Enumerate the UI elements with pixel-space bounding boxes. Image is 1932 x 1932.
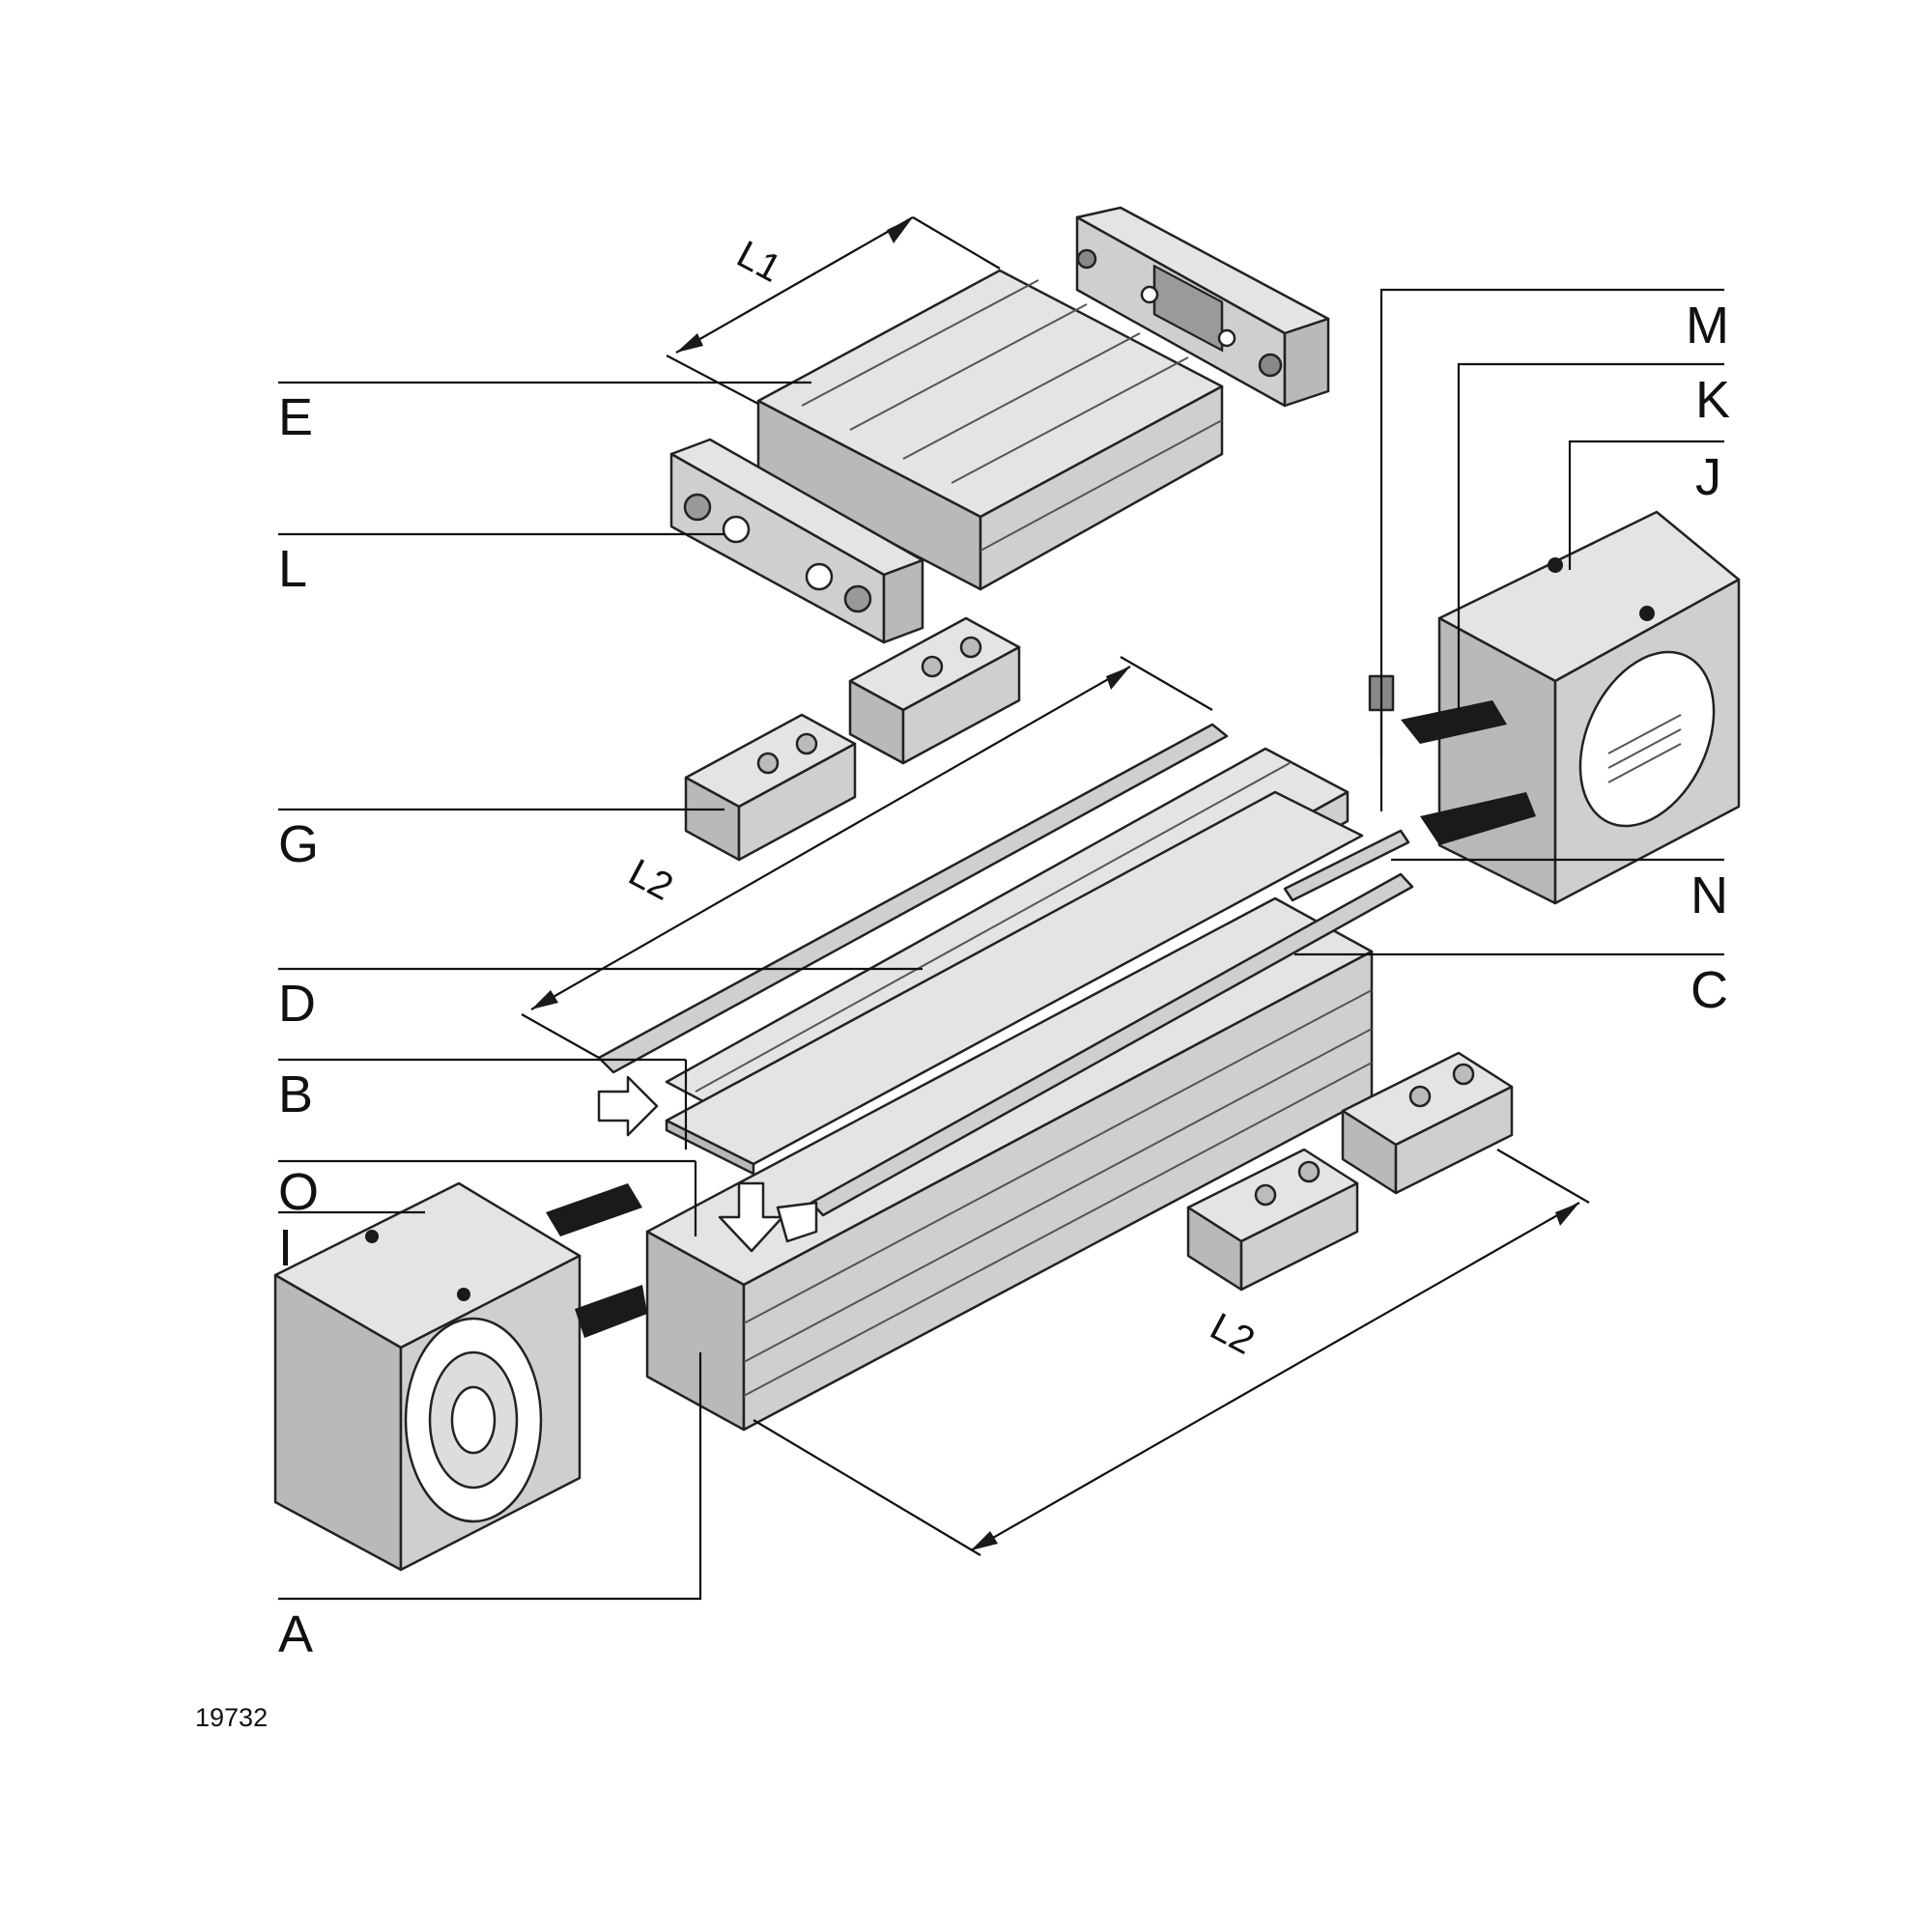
drive-unit-a (273, 1181, 582, 1572)
label-a: A (278, 1605, 313, 1663)
leader-lines (278, 288, 1724, 1601)
label-j: J (1695, 448, 1721, 506)
dim-label-l1: L1 (730, 233, 788, 291)
main-profile (597, 723, 1414, 1432)
dimension-l1 (666, 216, 1001, 405)
slider-block-lower-2 (1186, 1148, 1359, 1292)
profile-e (756, 269, 1224, 591)
drawing-number: 19732 (195, 1703, 268, 1732)
dim-label-l2-lower: L2 (1204, 1305, 1262, 1363)
slider-block-lower-1 (1341, 1051, 1514, 1195)
drive-unit-j (1437, 510, 1741, 905)
label-b: B (278, 1065, 313, 1123)
belt-k (1401, 700, 1536, 845)
label-d: D (278, 975, 316, 1033)
end-plate-upper (1075, 206, 1330, 408)
slider-block-g2 (684, 713, 857, 862)
dimension-l2-upper (521, 656, 1213, 1059)
label-n: N (1690, 867, 1728, 924)
slider-block-g1 (848, 616, 1021, 765)
label-i: I (278, 1219, 293, 1277)
label-o: O (278, 1163, 319, 1221)
label-e: E (278, 388, 313, 446)
label-k: K (1695, 371, 1730, 429)
end-plate-l (669, 438, 924, 644)
dim-label-l2-upper: L2 (622, 851, 680, 909)
shaft-n (1283, 829, 1410, 902)
belt-i (546, 1183, 647, 1338)
label-c: C (1690, 961, 1728, 1019)
label-g: G (278, 815, 319, 873)
dimension-l2-lower (753, 1149, 1590, 1556)
label-l: L (278, 540, 307, 598)
label-m: M (1686, 297, 1729, 355)
assembly-arrows (597, 1075, 818, 1253)
